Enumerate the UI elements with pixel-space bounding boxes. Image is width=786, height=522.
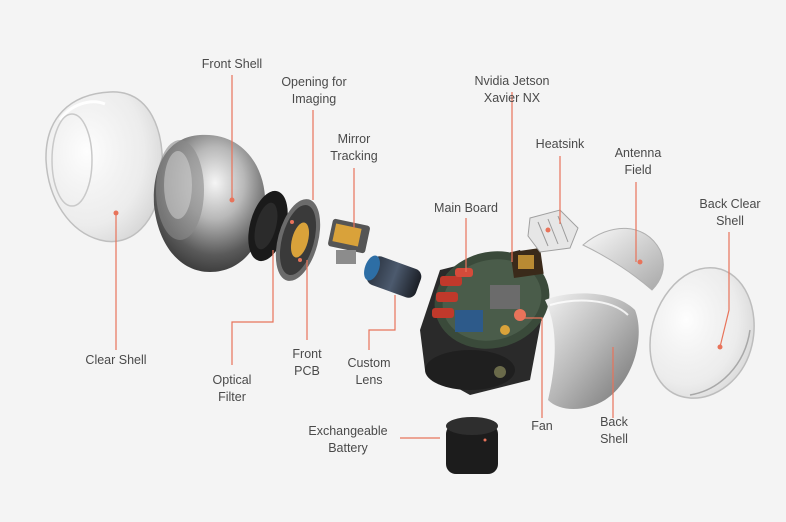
label-antenna-field: Antenna Field xyxy=(614,146,662,177)
label-back-shell: Back Shell xyxy=(600,415,628,446)
label-fan: Fan xyxy=(531,419,553,433)
exchangeable-battery-part xyxy=(446,417,498,474)
label-custom-lens: Custom Lens xyxy=(347,356,391,387)
nvidia-jetson-part xyxy=(510,248,544,278)
back-shell-part xyxy=(545,293,639,409)
label-optical-filter: Optical Filter xyxy=(212,373,252,404)
label-main-board: Main Board xyxy=(434,201,498,215)
label-heatsink: Heatsink xyxy=(535,137,585,151)
fan-part xyxy=(514,309,526,321)
label-front-pcb: Front PCB xyxy=(292,347,322,378)
label-exchangeable-battery: Exchangeable Battery xyxy=(308,424,388,455)
optical-filter-leader xyxy=(231,250,274,365)
custom-lens-part xyxy=(364,255,422,298)
heatsink-part xyxy=(527,209,579,253)
label-nvidia-jetson: Nvidia Jetson Xavier NX xyxy=(474,74,550,105)
label-back-clear-shell: Back Clear Shell xyxy=(699,197,761,228)
back-clear-leader xyxy=(719,232,730,348)
label-clear-shell: Clear Shell xyxy=(85,353,147,367)
label-front-shell: Front Shell xyxy=(201,57,263,71)
label-mirror-tracking: Mirror Tracking xyxy=(330,132,378,163)
antenna-field-part xyxy=(582,227,664,291)
clear-shell-part xyxy=(45,91,164,243)
callout-lines xyxy=(113,75,730,439)
front-shell-part xyxy=(153,134,266,272)
front-pcb-part xyxy=(275,199,321,281)
mirror-tracking-part xyxy=(328,218,370,264)
back-clear-shell-part xyxy=(649,267,755,399)
custom-lens-leader xyxy=(368,295,396,350)
fan-leader xyxy=(522,317,543,418)
label-opening-for-imaging: Opening for Imaging xyxy=(281,75,347,106)
